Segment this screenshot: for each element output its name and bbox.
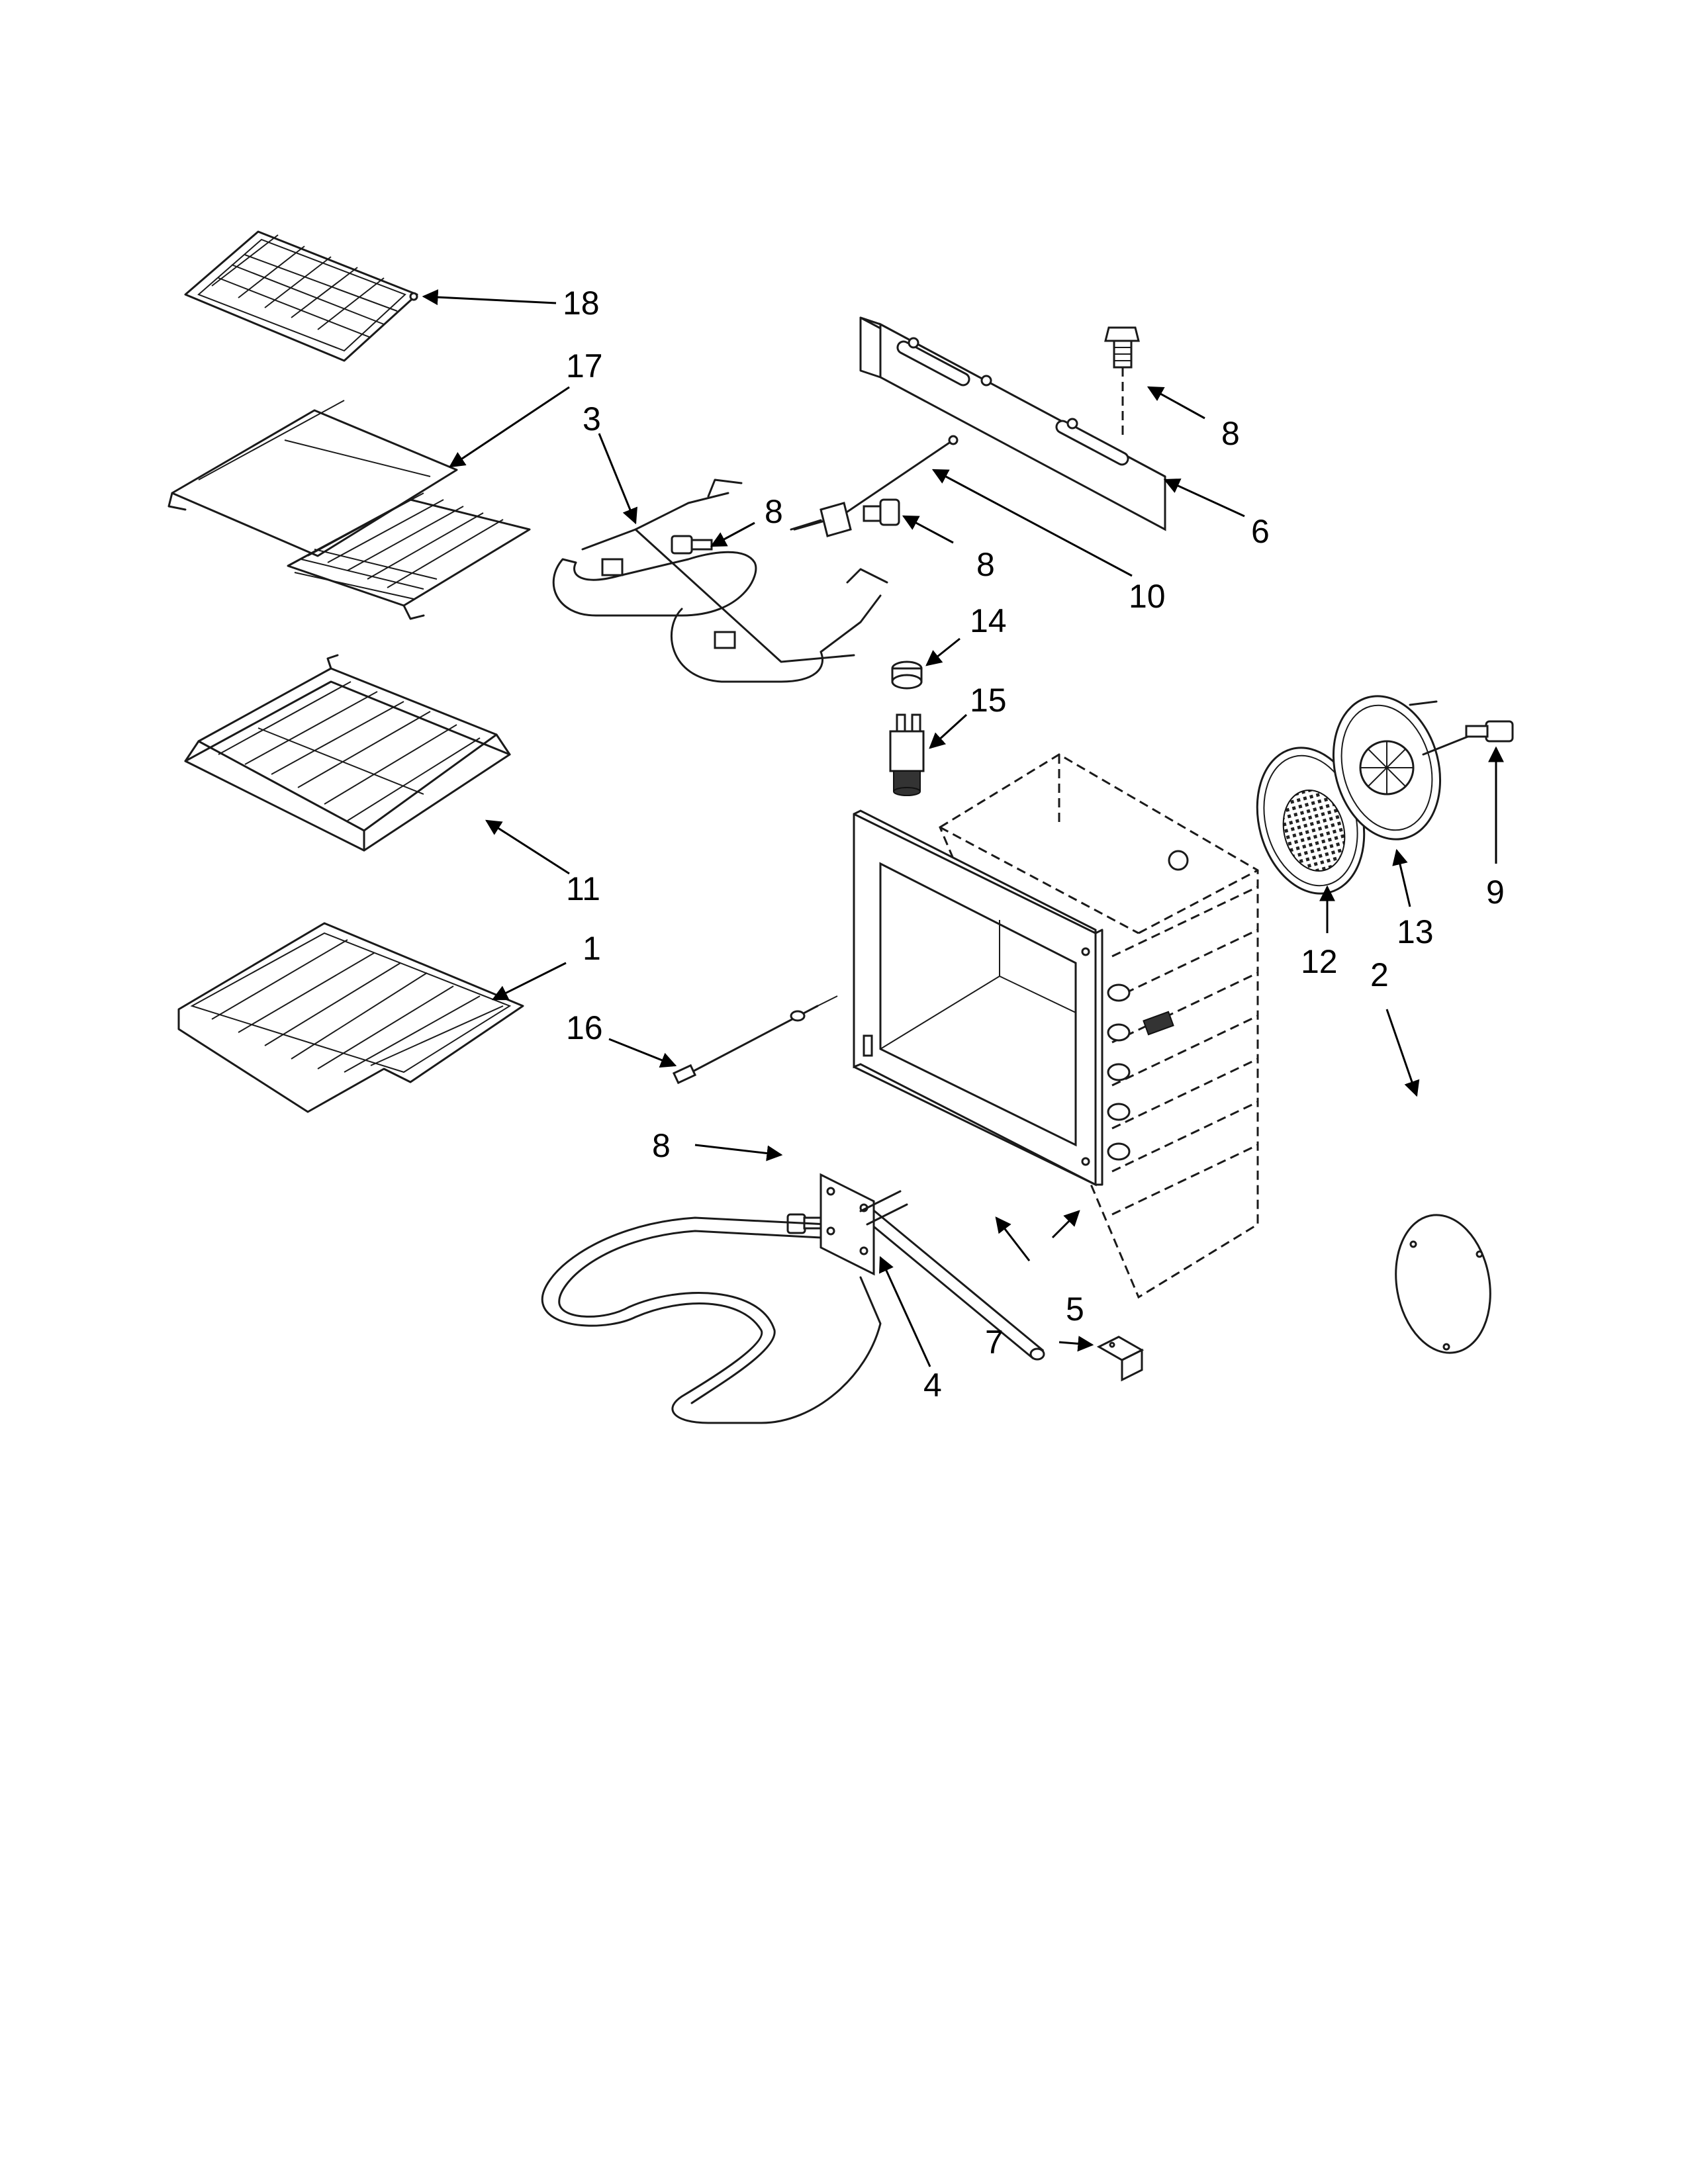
callout-6: 6 <box>1251 513 1270 550</box>
callout-8-bake: 8 <box>652 1127 671 1164</box>
part-16-meat-probe <box>672 995 838 1085</box>
callout-10: 10 <box>1129 578 1166 615</box>
callout-9: 9 <box>1486 874 1505 911</box>
callout-3: 3 <box>583 400 601 437</box>
callout-14: 14 <box>970 602 1007 639</box>
callout-2: 2 <box>1370 956 1389 993</box>
callout-1: 1 <box>583 930 601 967</box>
callout-16: 16 <box>566 1009 603 1046</box>
callout-4: 4 <box>923 1367 942 1404</box>
oven-cavity <box>853 753 1259 1299</box>
part-4-bake-element <box>541 1173 908 1424</box>
callout-18: 18 <box>563 285 600 322</box>
part-11-oven-rack <box>184 654 511 852</box>
part-18-small-oven-rack <box>184 230 418 362</box>
leader-lines <box>422 289 1504 1367</box>
part-8-screw-bracket <box>1104 326 1140 437</box>
part-1-oven-rack-cutout <box>177 922 524 1113</box>
callout-13: 13 <box>1397 913 1434 950</box>
part-14-nut <box>891 660 923 690</box>
part-17-oven-rack-assembly <box>167 400 531 620</box>
part-9-screw <box>1465 720 1514 743</box>
callout-12: 12 <box>1301 943 1338 980</box>
callout-5: 5 <box>1066 1291 1084 1328</box>
part-7-clip <box>1096 1336 1145 1382</box>
part-10-oven-sensor <box>790 435 959 537</box>
callout-7: 7 <box>985 1324 1004 1361</box>
callout-11: 11 <box>566 870 600 907</box>
part-2-fan-gasket <box>1395 1214 1491 1354</box>
part-6-bracket <box>859 316 1166 531</box>
callout-8-sensor: 8 <box>976 546 995 583</box>
callout-17: 17 <box>566 347 603 385</box>
part-15-light-socket <box>889 713 925 796</box>
part-8-screw-sensor <box>863 498 900 526</box>
callout-8-broil: 8 <box>765 493 783 530</box>
part-8-screw-broil <box>671 535 713 555</box>
callout-15: 15 <box>970 682 1007 719</box>
callout-8-bracket: 8 <box>1221 415 1240 452</box>
part-13-fan-motor <box>1332 695 1474 841</box>
callout-labels: 18 17 3 8 8 6 8 10 14 15 11 1 16 8 5 7 4… <box>563 285 1505 1404</box>
part-3-broil-element <box>552 478 888 683</box>
